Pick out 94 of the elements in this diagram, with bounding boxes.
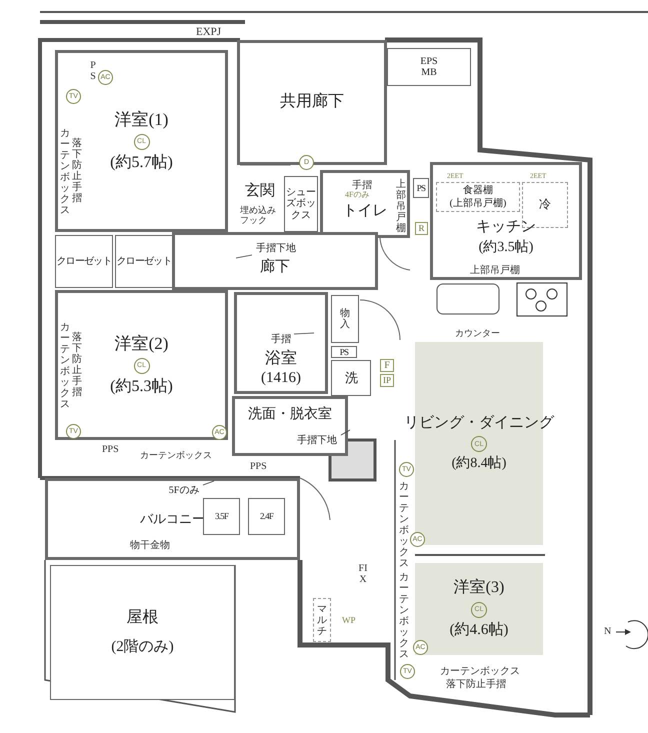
plan-label: 落下防止手摺 — [72, 332, 82, 398]
room-note: MB — [421, 67, 437, 78]
plan-box — [413, 178, 429, 198]
plan-box — [331, 295, 359, 343]
plan-label: N — [604, 626, 612, 637]
room-area — [55, 50, 228, 232]
plan-box — [55, 235, 113, 288]
note-text: 手摺下地 — [256, 243, 296, 255]
symbol-box — [380, 359, 394, 372]
room-name: F — [384, 360, 390, 372]
room-name: 3.5F — [214, 511, 228, 522]
note-text: 5Fのみ — [168, 485, 200, 497]
leader-line — [294, 332, 314, 334]
room-area — [234, 292, 328, 394]
room-name: 洗 — [344, 370, 358, 386]
plan-box — [331, 346, 357, 358]
plan-label: PPS — [250, 461, 267, 472]
plan-label: カーテンボックス — [440, 666, 520, 677]
plan-label: 物干金物 — [130, 540, 170, 551]
plan-label: 上部吊戸棚 — [470, 265, 520, 276]
room-name: 屋根 — [126, 608, 158, 628]
room-name: トイレ — [342, 203, 388, 220]
plan-label: カウンター — [455, 329, 500, 339]
plan-label: カーテンボックス — [60, 322, 70, 410]
room-name: リビング・ダイニング — [404, 414, 554, 432]
room-name: R — [418, 223, 424, 234]
plan-label: 落下防止手摺 — [72, 138, 82, 204]
room-name: マルチ — [317, 604, 327, 636]
room-name: シューズボックス — [285, 186, 317, 222]
plan-label: 埋め込みフック — [240, 206, 277, 226]
plan-label: PPS — [102, 444, 119, 455]
room-name: 浴室 — [265, 350, 297, 368]
plan-box — [331, 360, 371, 396]
plan-box — [387, 48, 471, 86]
symbol-box — [380, 374, 394, 387]
room-name: クローゼット — [56, 256, 112, 268]
room-note: (2階のみ) — [111, 639, 174, 656]
room-note: (1416) — [261, 370, 301, 388]
room-area — [45, 478, 300, 560]
room-note: (約4.6帖) — [450, 622, 508, 639]
plan-label: FIX — [358, 563, 368, 585]
room-note: (上部吊戸棚) — [450, 198, 506, 209]
leader-line — [236, 254, 252, 258]
room-name: PS — [416, 182, 426, 194]
room-name: PS — [340, 346, 348, 358]
plan-label: カーテンボックス — [399, 572, 409, 660]
room-name: 洋室(1) — [114, 110, 168, 130]
room-note: (約5.7帖) — [110, 154, 173, 172]
note-text: 手摺 — [271, 334, 291, 346]
room-note: (約5.3帖) — [110, 378, 173, 396]
room-area — [430, 162, 582, 280]
room-note: (約3.5帖) — [478, 240, 534, 256]
note-text: 手摺下地 — [297, 435, 337, 447]
room-area — [320, 170, 410, 238]
plan-box — [284, 176, 318, 232]
dashed-box — [436, 182, 520, 212]
room-name: 洋室(2) — [114, 334, 168, 354]
room-name: クローゼット — [116, 256, 172, 268]
leader-line — [340, 430, 350, 436]
plan-label: 4Fのみ — [345, 191, 370, 200]
room-name: 廊下 — [260, 259, 290, 276]
room-name: 洗面・脱衣室 — [248, 407, 332, 424]
room-note: (約8.4帖) — [452, 456, 506, 472]
room-name: 共用廊下 — [280, 93, 344, 112]
room-name: 2.4F — [260, 511, 274, 522]
room-area — [172, 232, 378, 290]
room-name: 食器棚 — [463, 185, 493, 196]
plan-label: WP — [342, 616, 356, 626]
room-area — [232, 396, 348, 456]
room-area — [55, 290, 228, 440]
plan-box — [203, 498, 240, 535]
leader-line — [202, 480, 214, 486]
plan-label: カーテンボックス — [399, 481, 409, 569]
symbol-box — [415, 222, 428, 235]
room-name: EPS — [420, 56, 438, 67]
plan-label: カーテンボックス — [140, 451, 212, 461]
room-name: 洋室(3) — [454, 579, 504, 598]
room-area — [237, 40, 387, 165]
plan-box — [50, 565, 235, 700]
room-name: IP — [382, 375, 391, 386]
plan-box — [115, 235, 173, 288]
plan-label: 上部吊戸棚 — [396, 179, 406, 234]
plan-box — [248, 498, 285, 535]
plan-label: カーテンボックス — [60, 128, 70, 216]
plan-label: EXPJ — [196, 26, 222, 38]
plan-label: PS — [89, 60, 97, 82]
note-text: 玄関 — [245, 183, 275, 201]
dashed-box — [313, 598, 331, 642]
room-floor-area — [415, 563, 543, 655]
room-name: 物入 — [340, 308, 350, 330]
plan-label: 手摺 — [352, 180, 372, 191]
room-name: キッチン — [476, 219, 536, 236]
plan-label: 落下防止手摺 — [446, 679, 506, 690]
room-name: 冷 — [539, 198, 551, 212]
